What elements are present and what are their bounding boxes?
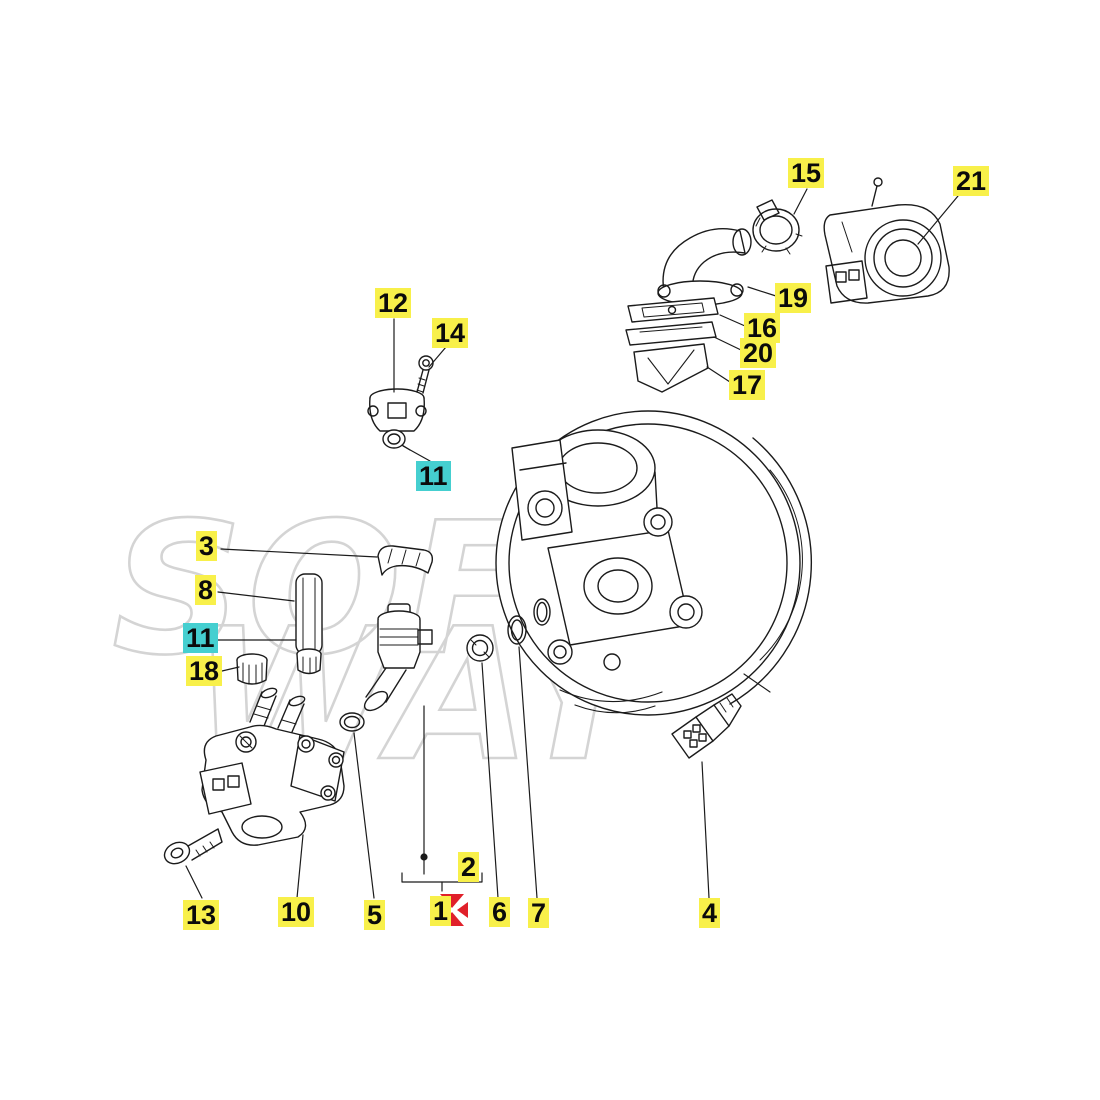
callout-17: 17: [729, 370, 766, 400]
callout-14: 14: [432, 318, 469, 348]
o-ring-7: [507, 598, 551, 645]
callout-10: 10: [278, 897, 315, 927]
bushing-6: [466, 634, 494, 662]
hose-clamp-15: [752, 199, 803, 255]
screw-14: [416, 355, 434, 394]
callout-bracket: [401, 705, 483, 892]
callout-21: 21: [953, 166, 990, 196]
callout-19: 19: [775, 283, 812, 313]
callout-11-left: 11: [183, 623, 218, 653]
reed-plate-20: [625, 321, 717, 346]
callout-20: 20: [740, 338, 777, 368]
fuel-injector-2: [363, 603, 433, 712]
callout-4: 4: [699, 898, 721, 928]
leader-lines: [185, 188, 959, 899]
throttle-body: [823, 177, 950, 304]
callout-18: 18: [186, 656, 223, 686]
temp-sensor-4: [671, 673, 771, 759]
o-ring-5: [339, 712, 365, 732]
reed-valve-17: [633, 343, 709, 393]
callout-7: 7: [528, 898, 550, 928]
callout-6: 6: [489, 897, 511, 927]
spacer-3: [377, 545, 434, 576]
sleeve-8: [295, 573, 323, 655]
callout-11-top: 11: [416, 461, 451, 491]
callout-3: 3: [196, 531, 218, 561]
callout-2: 2: [458, 852, 480, 882]
reed-plate-16: [627, 297, 719, 323]
intake-manifold-19: [657, 228, 752, 306]
callout-13: 13: [183, 900, 220, 930]
callout-8: 8: [195, 575, 217, 605]
screw-13: [163, 828, 223, 865]
callout-15: 15: [788, 158, 825, 188]
callout-1: 1: [430, 896, 452, 926]
cylinder-head: [495, 410, 812, 716]
callout-5: 5: [364, 900, 386, 930]
callout-12: 12: [375, 288, 412, 318]
injector-cap-12: [367, 388, 427, 432]
pump-assembly-10: [199, 687, 345, 846]
caps-18: [236, 648, 322, 685]
